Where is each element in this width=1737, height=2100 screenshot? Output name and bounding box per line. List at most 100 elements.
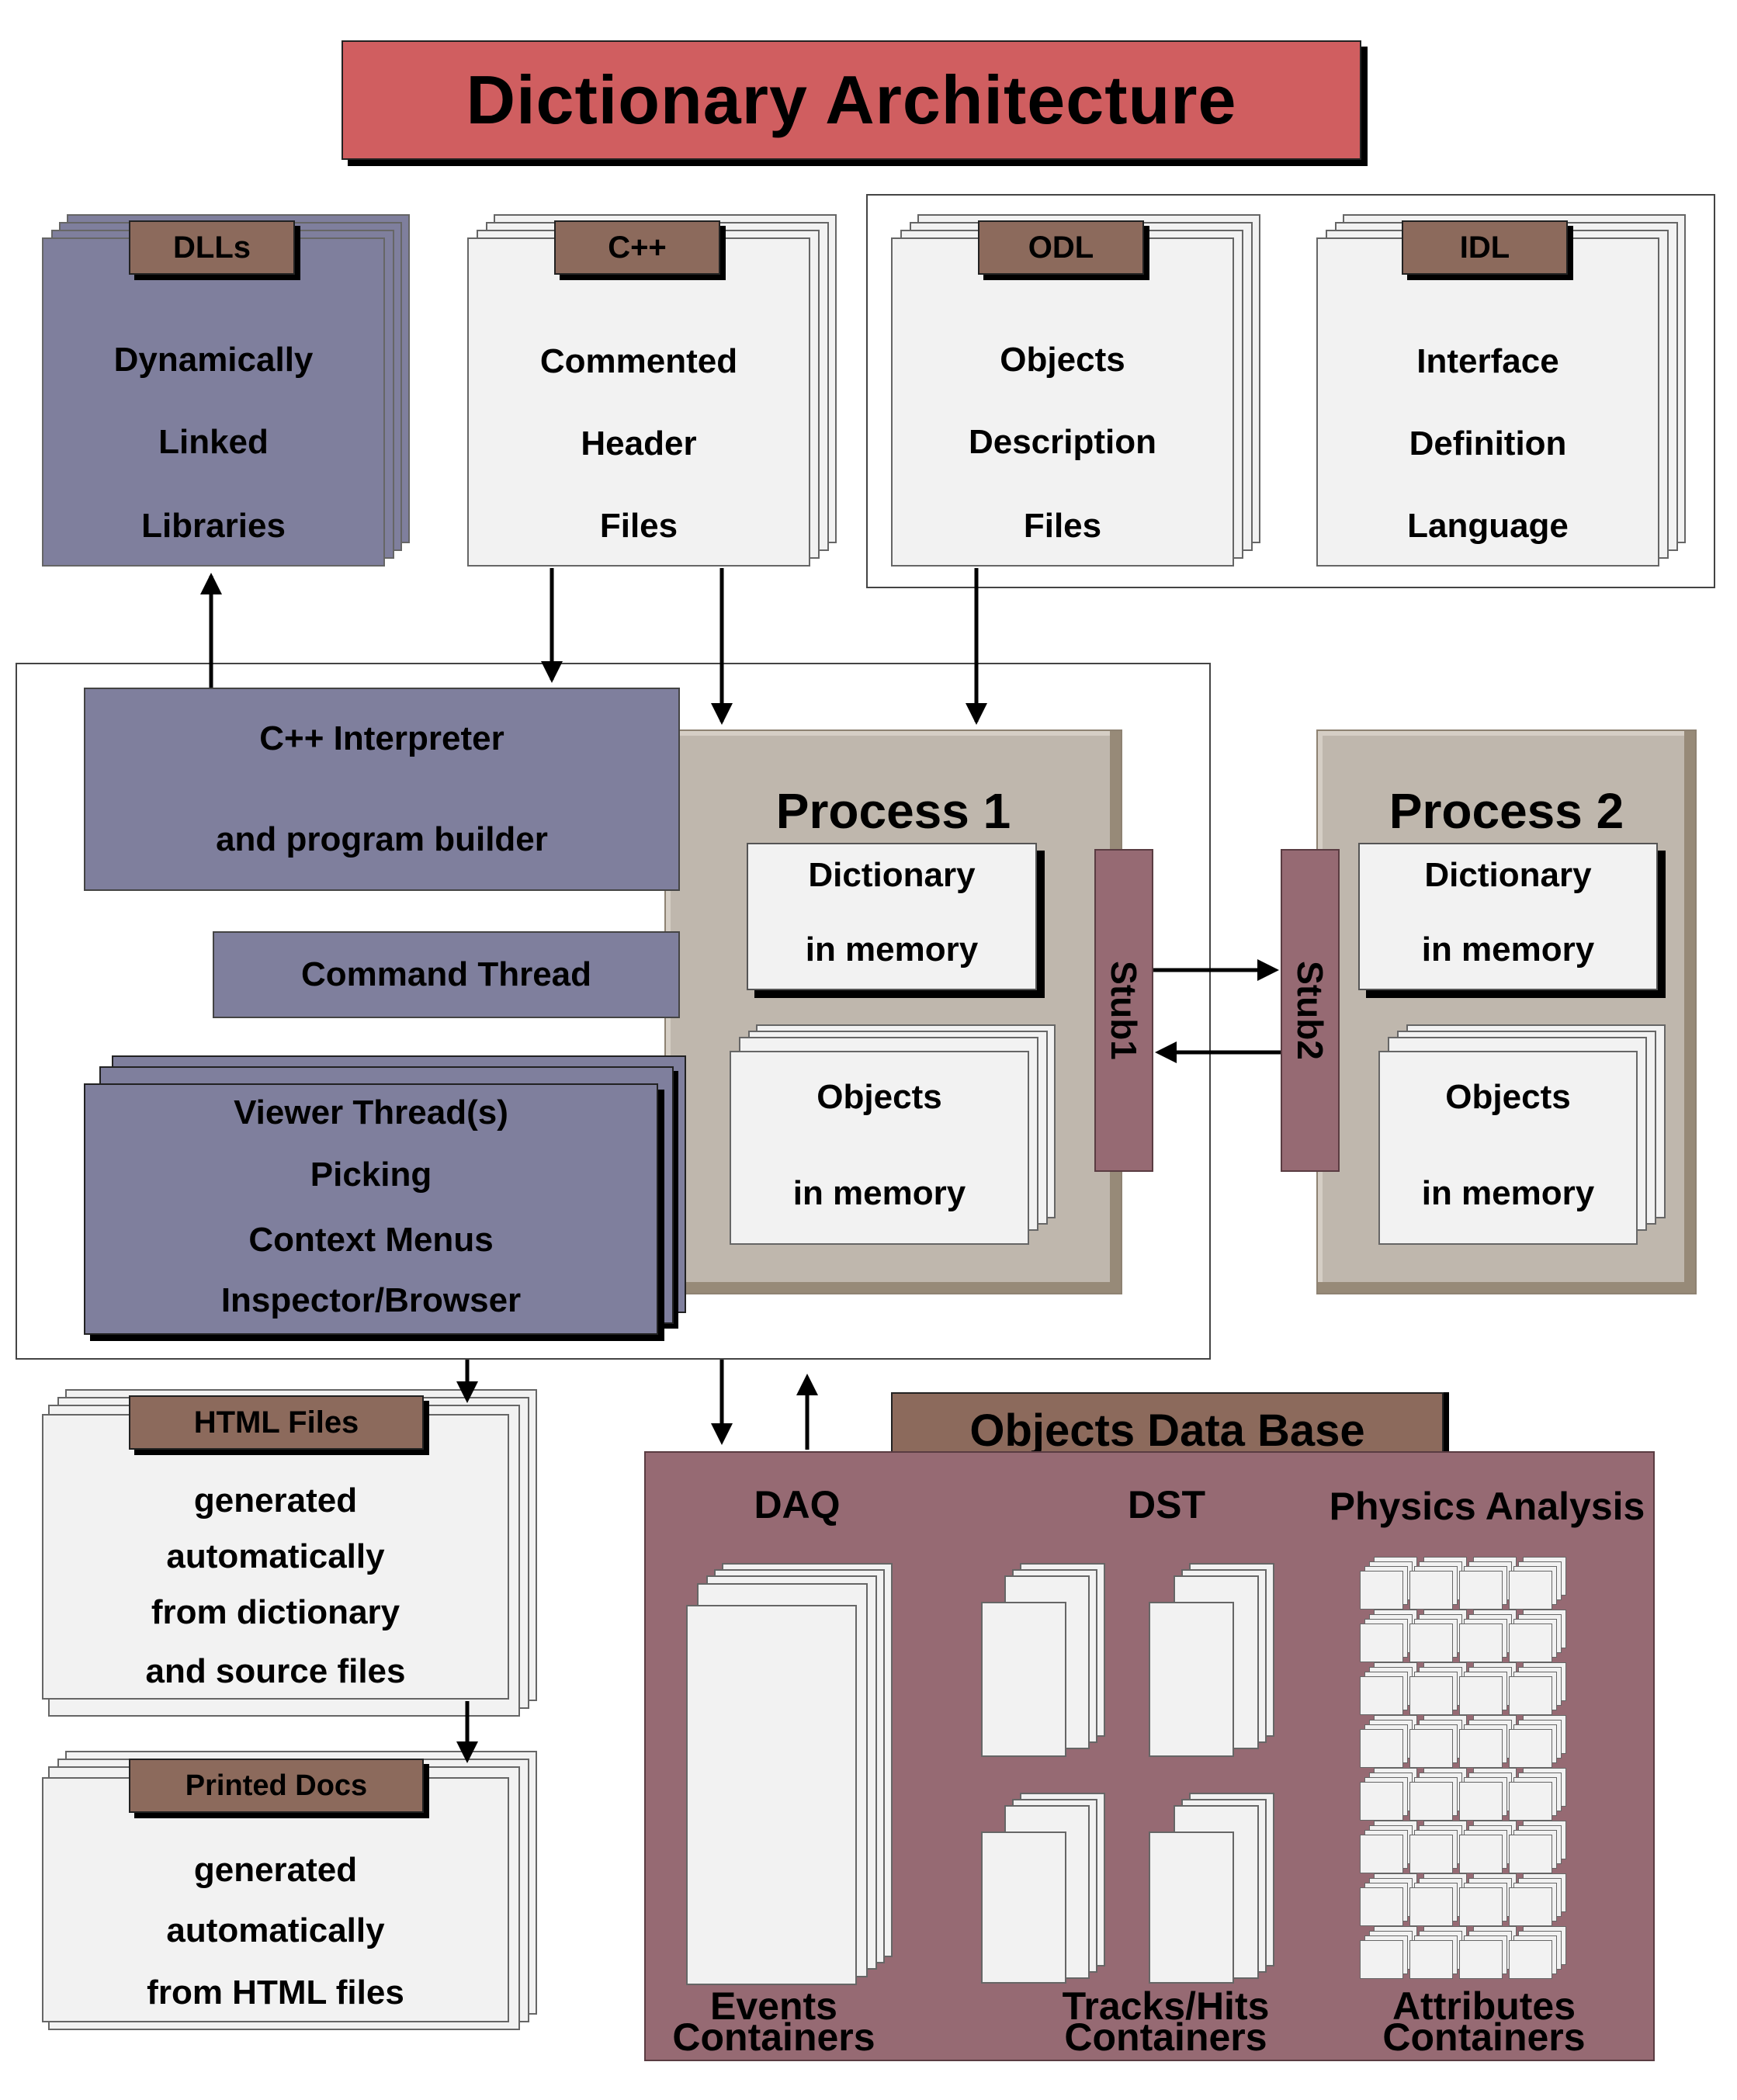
- objects-db-title: Objects Data Base: [969, 1405, 1365, 1453]
- physics-container-cell: [1360, 1782, 1403, 1821]
- daq-events-container: [686, 1605, 857, 1985]
- dst-stack2-front: [1149, 1602, 1234, 1757]
- viewer-thread-block: Viewer Thread(s) Picking Context Menus I…: [84, 1083, 658, 1335]
- idl-tab: IDL: [1402, 220, 1568, 275]
- physics-container-cell: [1459, 1887, 1503, 1926]
- html-line-3: from dictionary: [151, 1593, 400, 1631]
- cpp-tab: C++: [554, 220, 720, 275]
- html-files-tab: HTML Files: [129, 1395, 424, 1450]
- process1-dictionary-line2: in memory: [805, 930, 979, 969]
- daq-label: DAQ: [754, 1483, 841, 1526]
- physics-container-cell: [1409, 1835, 1453, 1873]
- odl-line-1: Objects: [1000, 341, 1125, 379]
- dst-label: DST: [1128, 1483, 1205, 1526]
- cpp-line-3: Files: [599, 507, 678, 545]
- physics-container-cell: [1409, 1887, 1453, 1926]
- physics-container-cell: [1409, 1571, 1453, 1610]
- physics-label: Physics Analysis: [1329, 1485, 1645, 1528]
- physics-container-cell: [1360, 1571, 1403, 1610]
- command-thread-block: Command Thread: [213, 931, 680, 1018]
- html-line-2: automatically: [166, 1537, 385, 1575]
- arrowhead-interpreter: [541, 661, 563, 683]
- process2-objects-document: Objects in memory: [1378, 1051, 1638, 1245]
- physics-container-cell: [1409, 1729, 1453, 1768]
- physics-container-cell: [1459, 1940, 1503, 1979]
- printed-line-3: from HTML files: [147, 1974, 404, 2012]
- dst-caption-1: Tracks/Hits: [1062, 1984, 1270, 2028]
- printed-line-2: automatically: [166, 1911, 385, 1949]
- dlls-line-1: Dynamically: [113, 341, 314, 379]
- odl-document: Objects Description Files: [891, 237, 1234, 567]
- physics-container-cell: [1509, 1571, 1552, 1610]
- cpp-interpreter-line1: C++ Interpreter: [259, 719, 504, 757]
- physics-container-cell: [1509, 1835, 1552, 1873]
- physics-container-cell: [1360, 1835, 1403, 1873]
- printed-docs-tab: Printed Docs: [129, 1759, 424, 1813]
- viewer-line-4: Inspector/Browser: [220, 1281, 522, 1319]
- physics-container-cell: [1409, 1940, 1453, 1979]
- odl-line-2: Description: [968, 423, 1157, 461]
- process2-dictionary-line1: Dictionary: [1424, 856, 1592, 894]
- dst-stack4-front: [1149, 1831, 1234, 1984]
- process1-objects-line2: in memory: [792, 1174, 966, 1212]
- idl-document: Interface Definition Language: [1316, 237, 1659, 567]
- arrowhead-stub1: [1155, 1041, 1177, 1063]
- process1-dictionary-box: Dictionary in memory: [747, 843, 1037, 990]
- idl-line-3: Language: [1407, 507, 1569, 545]
- objects-db-tab: Objects Data Base: [891, 1392, 1444, 1453]
- arrowhead-dlls: [200, 573, 222, 594]
- physics-container-cell: [1509, 1887, 1552, 1926]
- cpp-interpreter-block: C++ Interpreter and program builder: [84, 688, 680, 891]
- process1-objects-document: Objects in memory: [730, 1051, 1029, 1245]
- physics-container-cell: [1509, 1676, 1552, 1715]
- dst-caption-2: Containers: [1064, 2015, 1267, 2059]
- printed-line-1: generated: [193, 1851, 358, 1889]
- dlls-line-3: Libraries: [141, 507, 286, 545]
- viewer-line-2: Picking: [310, 1156, 432, 1194]
- html-line-4: and source files: [145, 1652, 406, 1690]
- physics-container-cell: [1459, 1624, 1503, 1662]
- physics-caption-1: Attributes: [1392, 1984, 1576, 2028]
- physics-container-cell: [1509, 1940, 1552, 1979]
- process2-objects-line1: Objects: [1445, 1078, 1571, 1116]
- cpp-line-1: Commented: [539, 342, 738, 380]
- dlls-line-2: Linked: [158, 423, 269, 461]
- physics-container-cell: [1459, 1782, 1503, 1821]
- physics-container-cell: [1409, 1676, 1453, 1715]
- stub2: Stub2: [1281, 849, 1340, 1172]
- stub1: Stub1: [1094, 849, 1153, 1172]
- arrowhead-printed: [456, 1741, 478, 1763]
- cpp-interpreter-line2: and program builder: [216, 820, 548, 858]
- arrowhead-stub2: [1257, 959, 1279, 981]
- printed-docs-document: generated automatically from HTML files: [42, 1777, 509, 2022]
- physics-caption-2: Containers: [1382, 2015, 1586, 2059]
- daq-caption-2: Containers: [672, 2015, 875, 2059]
- process2-title: Process 2: [1389, 783, 1624, 839]
- diagram-title: Dictionary Architecture: [342, 40, 1361, 160]
- viewer-line-3: Context Menus: [248, 1221, 494, 1259]
- odl-line-3: Files: [1023, 507, 1102, 545]
- physics-container-cell: [1409, 1624, 1453, 1662]
- dst-stack1-front: [981, 1602, 1066, 1757]
- cpp-line-2: Header: [581, 425, 697, 463]
- process2-objects-line2: in memory: [1421, 1174, 1595, 1212]
- physics-container-cell: [1459, 1676, 1503, 1715]
- physics-container-cell: [1409, 1782, 1453, 1821]
- physics-container-cell: [1459, 1729, 1503, 1768]
- dst-stack3-front: [981, 1831, 1066, 1984]
- physics-container-cell: [1509, 1782, 1552, 1821]
- physics-container-cell: [1459, 1571, 1503, 1610]
- dlls-tab: DLLs: [129, 220, 295, 275]
- arrowhead-process1-a: [711, 703, 733, 725]
- html-line-1: generated: [193, 1481, 358, 1520]
- arrowhead-frame: [796, 1374, 818, 1395]
- physics-container-cell: [1459, 1835, 1503, 1873]
- idl-line-2: Definition: [1409, 425, 1567, 463]
- process1-title: Process 1: [775, 783, 1011, 839]
- viewer-line-1: Viewer Thread(s): [234, 1093, 508, 1131]
- dlls-document: Dynamically Linked Libraries: [42, 237, 385, 567]
- process2-dictionary-line2: in memory: [1421, 930, 1595, 969]
- physics-container-cell: [1360, 1676, 1403, 1715]
- arrowhead-html: [456, 1381, 478, 1403]
